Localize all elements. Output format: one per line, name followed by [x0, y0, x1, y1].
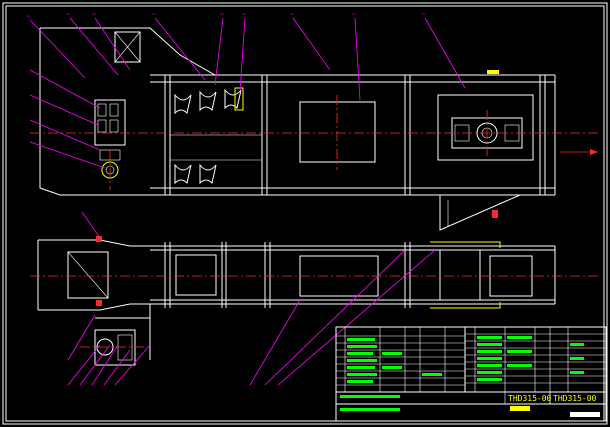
svg-text:~: ~ — [422, 11, 426, 18]
drawing-code-left: THD315-00 — [508, 394, 552, 403]
svg-text:~: ~ — [66, 11, 70, 18]
title-block-frame — [335, 326, 607, 422]
flight-blades — [170, 88, 262, 185]
head-housing-left — [39, 28, 150, 196]
support-leg — [439, 194, 521, 231]
drawing-code-right: THD315-00 — [553, 394, 597, 403]
bom-table-left — [336, 327, 465, 392]
mid-inspection-door — [299, 101, 376, 163]
plan-takeup — [439, 249, 481, 301]
title-block: THD315-00 THD315-00 — [335, 326, 607, 422]
bom-entries — [340, 336, 584, 411]
svg-text:~: ~ — [92, 11, 96, 18]
svg-text:~: ~ — [290, 11, 294, 18]
gearbox — [94, 99, 126, 146]
svg-text:~: ~ — [152, 11, 156, 18]
head-housing-top — [40, 27, 260, 76]
plan-window-1 — [175, 254, 217, 296]
tail-frame — [437, 94, 534, 161]
bom-table-right — [465, 327, 606, 392]
tensioner-yellow — [234, 87, 244, 111]
balloon-marks: ~ ~ ~ ~ ~ ~ ~ ~ ~ — [26, 11, 426, 20]
company-mark — [570, 412, 600, 417]
flanges-plan — [164, 242, 411, 308]
svg-text:~: ~ — [242, 11, 246, 18]
svg-text:~: ~ — [220, 11, 224, 18]
motor — [94, 329, 136, 366]
sheet-inner-border — [5, 5, 605, 422]
svg-text:~: ~ — [352, 11, 356, 18]
title-mark — [510, 406, 530, 411]
plan-view — [30, 236, 600, 366]
leader-lines — [29, 17, 466, 386]
elevation-view — [30, 27, 600, 231]
plan-drive-frame — [67, 251, 109, 299]
svg-text:~: ~ — [26, 13, 30, 20]
